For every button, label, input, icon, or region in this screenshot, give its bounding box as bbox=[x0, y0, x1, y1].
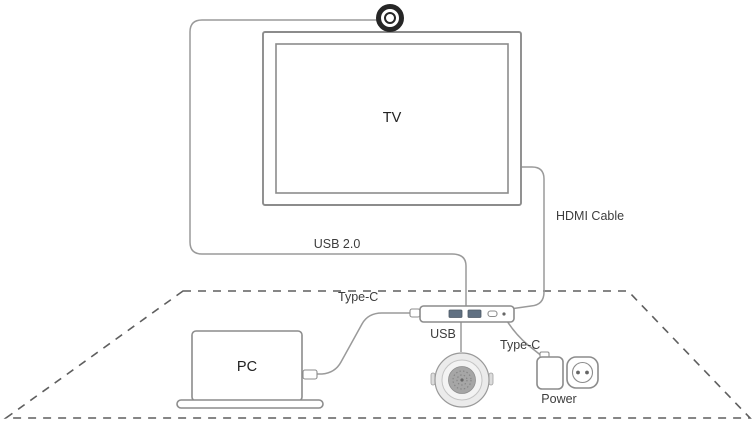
usb20-label: USB 2.0 bbox=[314, 237, 361, 251]
usb-port-icon bbox=[467, 309, 482, 318]
webcam-lens bbox=[384, 12, 396, 24]
power-label: Power bbox=[541, 392, 576, 406]
typec-pc-label: Type-C bbox=[338, 290, 378, 304]
webcam-icon bbox=[376, 4, 404, 32]
power-plug-icon bbox=[566, 356, 599, 389]
led-icon bbox=[502, 312, 506, 316]
speakerphone-button bbox=[430, 372, 436, 386]
speakerphone-icon bbox=[430, 352, 494, 408]
usb-hub-icon bbox=[409, 305, 515, 323]
hdmi-cable bbox=[509, 166, 545, 310]
power-adapter-icon bbox=[536, 351, 564, 390]
tv-icon: TV bbox=[262, 31, 522, 206]
speakerphone-center bbox=[460, 378, 464, 382]
hub-left-connector bbox=[409, 308, 421, 318]
plug-pin-hole bbox=[576, 370, 580, 375]
typec-cable-pc bbox=[316, 312, 412, 375]
speakerphone-grille-pattern bbox=[456, 374, 468, 386]
speakerphone-grille-pattern bbox=[452, 370, 472, 390]
usb20-cable bbox=[189, 19, 467, 306]
plug-socket bbox=[571, 361, 594, 384]
tv-screen bbox=[275, 43, 509, 194]
usb-speakerphone-label: USB bbox=[430, 327, 456, 341]
speakerphone-button bbox=[488, 372, 494, 386]
pc-label: PC bbox=[237, 359, 257, 375]
hdmi-cable-label: HDMI Cable bbox=[556, 209, 624, 223]
desk-outline bbox=[3, 290, 752, 419]
usb-plug-icon bbox=[302, 369, 318, 380]
hub-body bbox=[419, 305, 515, 323]
adapter-body bbox=[536, 356, 564, 390]
typec-power-label: Type-C bbox=[500, 338, 540, 352]
plug-pin-hole bbox=[585, 370, 589, 375]
laptop-icon: PC bbox=[176, 330, 324, 409]
tv-label: TV bbox=[383, 110, 402, 126]
typec-port-icon bbox=[487, 310, 498, 318]
laptop-base bbox=[176, 399, 324, 409]
usb-port-icon bbox=[448, 309, 463, 318]
